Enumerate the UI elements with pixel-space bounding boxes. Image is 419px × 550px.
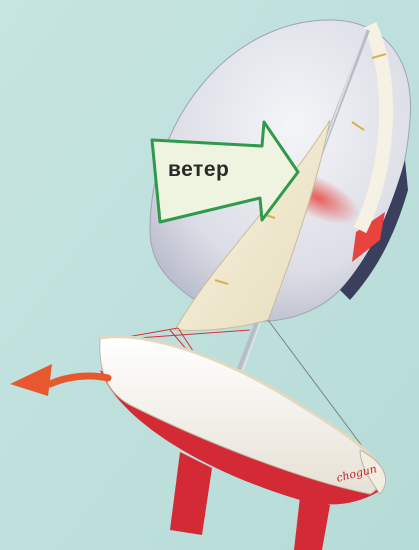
- wind-label: ветер: [168, 158, 278, 182]
